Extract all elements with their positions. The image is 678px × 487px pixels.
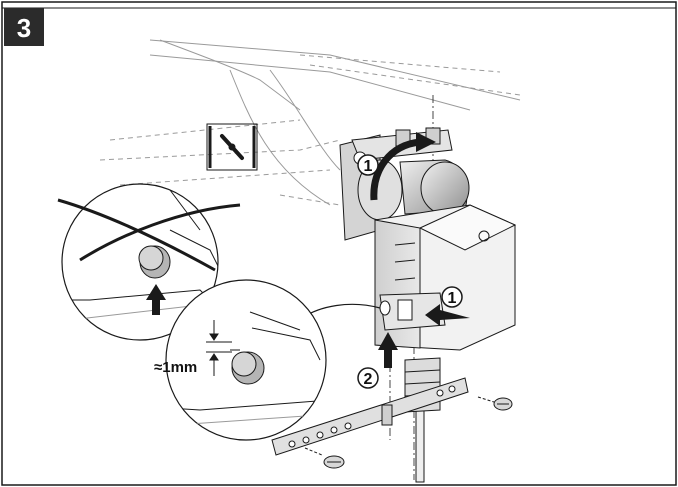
- clearance-label: ≈1mm: [154, 359, 197, 376]
- screw-left: [304, 447, 345, 469]
- svg-text:1: 1: [364, 158, 373, 175]
- damper-housing: [99, 39, 521, 206]
- lift-arrow: [378, 332, 398, 368]
- damper-position-icon: [206, 123, 258, 171]
- svg-text:1: 1: [448, 290, 457, 307]
- callout-push: 1: [441, 286, 463, 308]
- damper-shaft: [415, 409, 425, 483]
- release-button: [379, 292, 446, 331]
- detail-incorrect: [57, 183, 241, 341]
- anti-rotation-strap: [271, 377, 469, 456]
- callout-lift: 2: [357, 367, 379, 389]
- step-badge: 3: [4, 8, 44, 46]
- rotation-arrow: [370, 132, 436, 201]
- callout-rotate: 1: [357, 154, 379, 176]
- push-arrow: [425, 304, 470, 326]
- step-number: 3: [17, 13, 31, 43]
- screw-right: [477, 396, 513, 411]
- detail-correct: ≈1mm: [154, 279, 327, 441]
- svg-text:2: 2: [364, 371, 373, 388]
